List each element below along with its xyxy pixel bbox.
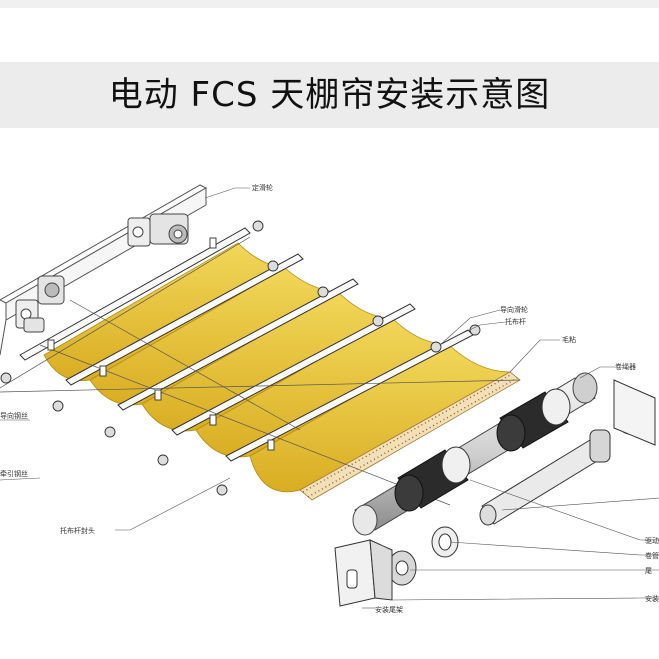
fixed-pulley-bracket-2 <box>15 275 65 333</box>
label-bracket: 安装尾架 <box>375 605 403 614</box>
wires <box>0 236 521 506</box>
label-guide-pulley: 导向滑轮 <box>500 305 528 314</box>
rod-hangers <box>47 237 275 451</box>
label-guide-wire: 导向钢丝 <box>0 411 28 420</box>
fabric-panels <box>43 242 512 493</box>
label-rope-winder: 卷绳器 <box>615 362 636 371</box>
label-right-1: 驱动 <box>645 536 659 545</box>
small-parts <box>387 526 459 586</box>
label-pull-wire: 牵引钢丝 <box>0 469 28 478</box>
label-cloth-rod: 托布杆 <box>505 317 526 326</box>
label-fixed-pulley: 定滑轮 <box>252 183 273 192</box>
label-right-4: 安装 <box>645 594 659 603</box>
top-strip <box>0 0 659 8</box>
install-bracket <box>334 539 393 607</box>
rope-winder-right <box>496 388 571 452</box>
rope-winder-left <box>394 446 471 512</box>
rod-end-caps <box>0 220 481 496</box>
fixed-pulley-bracket-1 <box>127 213 189 247</box>
label-felt: 毛粘 <box>562 335 576 344</box>
label-rod-end-cap: 托布杆封头 <box>60 526 95 535</box>
leader-lines <box>0 187 659 609</box>
page-title: 电动 FCS 天棚帘安装示意图 <box>108 75 551 115</box>
label-right-3: 尾 <box>645 567 652 575</box>
label-right-2: 卷管 <box>645 551 659 560</box>
cloth-rods <box>19 227 474 462</box>
title-band <box>0 62 659 128</box>
motor-assembly <box>479 379 656 526</box>
